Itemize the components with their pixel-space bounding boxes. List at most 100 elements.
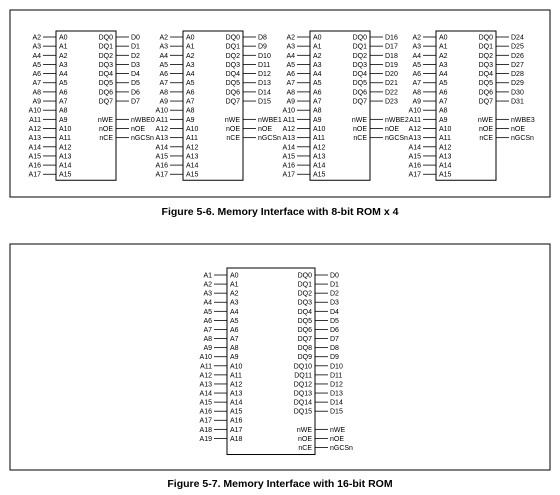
data-pin-label: DQ2	[353, 53, 368, 60]
address-pin-label: A4	[313, 71, 322, 78]
address-signal-label: A9	[286, 99, 295, 106]
data-pin-label: DQ5	[298, 318, 313, 325]
address-signal-label: A16	[409, 163, 422, 170]
data-pin-label: DQ15	[294, 409, 312, 416]
address-pin-label: A14	[230, 400, 243, 407]
data-pin-label: DQ11	[294, 372, 312, 379]
data-signal-label: D1	[330, 282, 339, 289]
address-pin-label: A12	[439, 144, 452, 151]
data-pin-label: DQ13	[294, 390, 312, 397]
address-pin-label: A14	[313, 163, 326, 170]
address-pin-label: A4	[230, 309, 239, 316]
address-pin-label: A2	[230, 291, 239, 298]
data-signal-label: D27	[511, 62, 524, 69]
address-signal-label: A12	[200, 372, 213, 379]
data-pin-label: DQ1	[99, 44, 114, 51]
data-pin-label: DQ3	[226, 62, 241, 69]
address-pin-label: A15	[186, 172, 199, 179]
address-signal-label: A7	[159, 80, 168, 87]
data-signal-label: D24	[511, 34, 524, 41]
address-signal-label: A8	[203, 336, 212, 343]
data-signal-label: D6	[330, 327, 339, 334]
data-signal-label: D18	[385, 53, 398, 60]
address-pin-label: A7	[439, 99, 448, 106]
address-signal-label: A16	[29, 163, 42, 170]
data-pin-label: DQ7	[226, 99, 241, 106]
figure7-frame	[9, 243, 551, 471]
address-pin-label: A15	[439, 172, 452, 179]
address-pin-label: A6	[59, 89, 68, 96]
data-pin-label: DQ5	[479, 80, 494, 87]
data-pin-label: DQ10	[294, 363, 312, 370]
data-signal-label: D6	[131, 89, 140, 96]
address-pin-label: A9	[59, 117, 68, 124]
data-signal-label: D25	[511, 44, 524, 51]
data-pin-label: DQ8	[298, 345, 313, 352]
data-signal-label: nWBE3	[511, 117, 535, 124]
address-signal-label: A3	[32, 44, 41, 51]
data-pin-label: DQ4	[479, 71, 494, 78]
address-pin-label: A8	[230, 345, 239, 352]
data-signal-label: D10	[330, 363, 343, 370]
data-signal-label: nOE	[258, 126, 272, 133]
address-signal-label: A16	[156, 163, 169, 170]
address-pin-label: A12	[59, 144, 72, 151]
data-signal-label: D22	[385, 89, 398, 96]
data-signal-label: nOE	[511, 126, 525, 133]
address-signal-label: A5	[412, 62, 421, 69]
data-pin-label: DQ12	[294, 381, 312, 388]
data-pin-label: DQ4	[99, 71, 114, 78]
address-signal-label: A14	[29, 144, 42, 151]
address-pin-label: A3	[439, 62, 448, 69]
address-signal-label: A4	[32, 53, 41, 60]
data-signal-label: D7	[131, 99, 140, 106]
data-signal-label: D9	[330, 354, 339, 361]
address-signal-label: A15	[29, 153, 42, 160]
address-signal-label: A15	[156, 153, 169, 160]
address-signal-label: A15	[283, 153, 296, 160]
address-pin-label: A10	[230, 363, 243, 370]
address-pin-label: A11	[59, 135, 71, 142]
address-signal-label: A17	[200, 418, 213, 425]
address-pin-label: A14	[59, 163, 72, 170]
data-pin-label: DQ9	[298, 354, 313, 361]
data-pin-label: DQ3	[479, 62, 494, 69]
data-signal-label: D2	[330, 291, 339, 298]
address-signal-label: A4	[412, 53, 421, 60]
address-pin-label: A14	[186, 163, 199, 170]
address-pin-label: A5	[186, 80, 195, 87]
address-signal-label: A10	[200, 354, 213, 361]
data-pin-label: nCE	[479, 135, 493, 142]
data-signal-label: D17	[385, 44, 398, 51]
address-pin-label: A2	[313, 53, 322, 60]
address-signal-label: A2	[32, 34, 41, 41]
address-pin-label: A12	[313, 144, 326, 151]
address-signal-label: A7	[32, 80, 41, 87]
data-pin-label: DQ1	[479, 44, 494, 51]
address-signal-label: A6	[159, 71, 168, 78]
address-signal-label: A8	[32, 89, 41, 96]
data-signal-label: D3	[131, 62, 140, 69]
data-signal-label: D8	[330, 345, 339, 352]
data-pin-label: DQ3	[99, 62, 114, 69]
address-signal-label: A6	[203, 318, 212, 325]
figure6-frame	[9, 9, 551, 198]
address-pin-label: A1	[313, 44, 322, 51]
rom-chip-body	[226, 267, 316, 456]
address-signal-label: A10	[29, 108, 42, 115]
address-pin-label: A9	[186, 117, 195, 124]
address-signal-label: A18	[200, 427, 213, 434]
address-pin-label: A3	[230, 300, 239, 307]
address-signal-label: A6	[412, 71, 421, 78]
address-signal-label: A5	[159, 62, 168, 69]
address-pin-label: A7	[230, 336, 239, 343]
data-signal-label: nGCSn	[131, 135, 154, 142]
address-pin-label: A10	[313, 126, 326, 133]
data-signal-label: nGCSn	[258, 135, 281, 142]
address-pin-label: A14	[439, 163, 452, 170]
data-signal-label: D8	[258, 34, 267, 41]
